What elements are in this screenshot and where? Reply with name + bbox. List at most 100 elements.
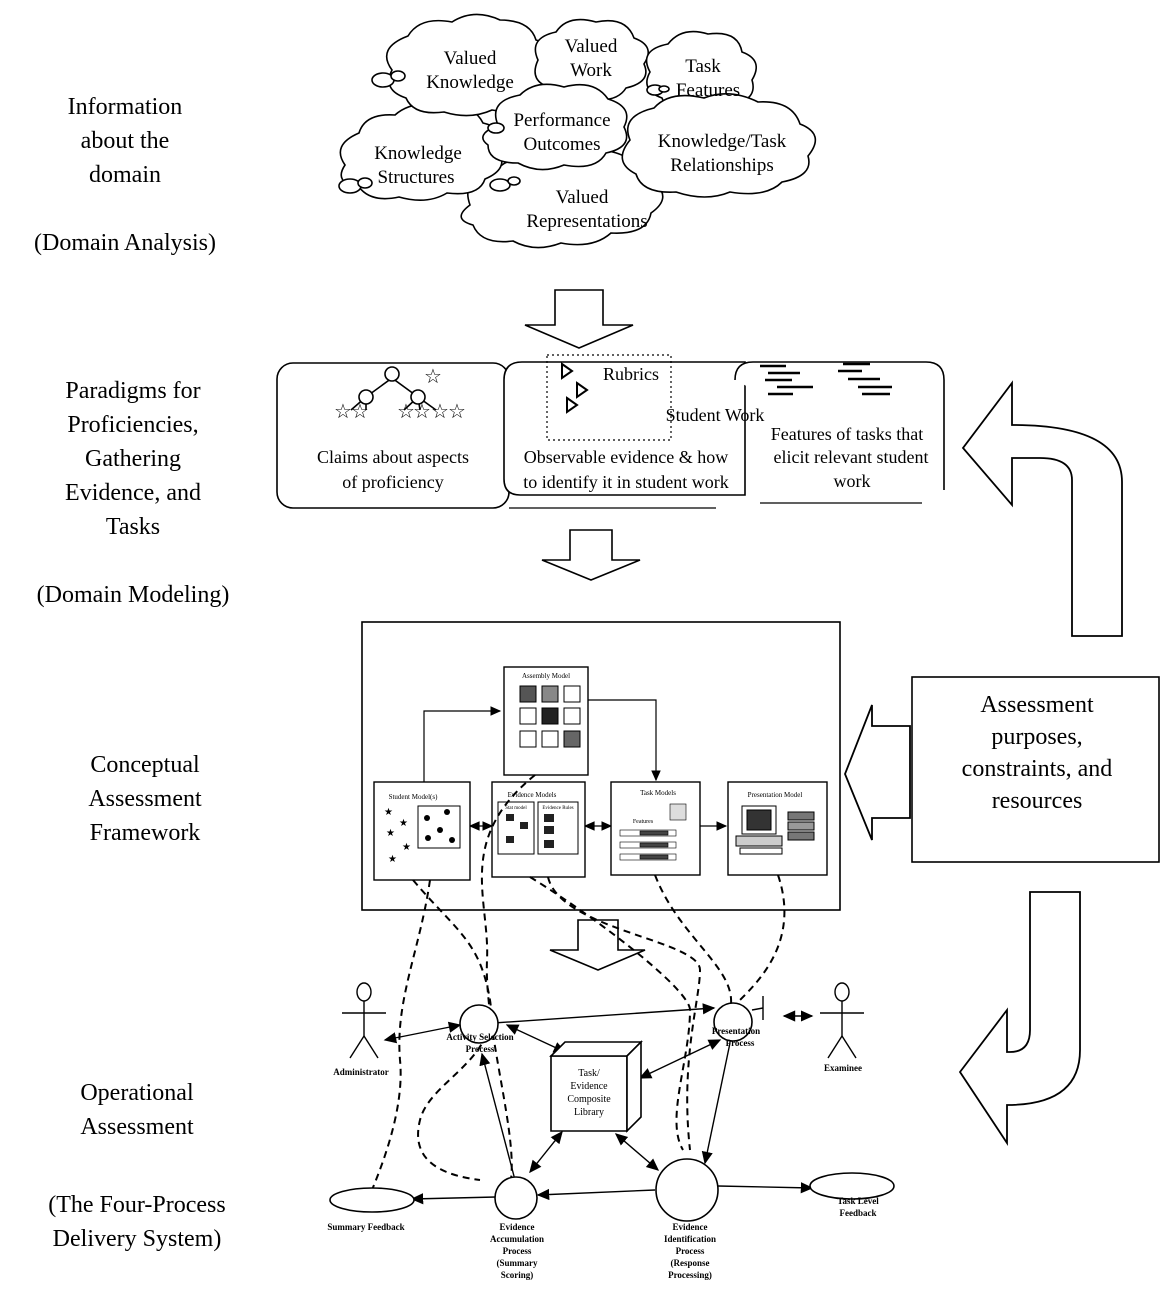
process-nodes (329, 1002, 895, 1222)
cloud-label: Valued (565, 36, 618, 57)
cloud-label: Knowledge/Task (658, 131, 787, 152)
domain-modeling-labels: Rubrics Student Work Claims about aspect… (317, 364, 928, 492)
cloud-label: Outcomes (523, 134, 600, 155)
features-label: elicit relevant student (774, 447, 929, 467)
computer-icon (735, 805, 815, 855)
rubrics-label: Rubrics (603, 364, 659, 384)
cloud-label: Knowledge (426, 72, 514, 93)
task-features-label: Features (633, 819, 654, 825)
claims-label: of proficiency (342, 472, 443, 492)
features-label: Features of tasks that (771, 424, 923, 444)
svg-text:★: ★ (384, 807, 393, 818)
presentation-label: Presentation (712, 1026, 760, 1036)
student-work-label: Student Work (666, 405, 765, 425)
svg-text:☆: ☆ (431, 401, 449, 423)
library-text: Library (574, 1107, 604, 1118)
down-curved-arrow (958, 891, 1081, 1146)
evidence-accumulation-node (494, 1176, 538, 1220)
student-model-stars: ★ ★ ★ ★ ★ (384, 807, 411, 865)
cloud-label: Valued (556, 187, 609, 208)
evidence-identification-label: Evidence (673, 1222, 708, 1232)
evidence-accumulation-label: Accumulation (490, 1234, 544, 1244)
svg-text:☆: ☆ (424, 366, 442, 388)
cloud-label: Work (570, 60, 612, 81)
layer-subtitle: (The Four-Process Delivery System) (48, 1192, 226, 1252)
domain-clouds (338, 13, 817, 249)
svg-text:★: ★ (386, 828, 395, 839)
examinee-figure (820, 982, 864, 1059)
activity-selection-node (459, 1004, 499, 1044)
layer-label-caf: Conceptual Assessment Framework (20, 714, 270, 884)
library-cube (549, 1040, 643, 1133)
cloud-labels: Valued Knowledge Valued Work Task Featur… (374, 36, 787, 232)
svg-text:☆: ☆ (448, 401, 466, 423)
library-label: Task/ Evidence Composite Library (567, 1068, 611, 1118)
svg-text:☆: ☆ (413, 401, 431, 423)
evidence-accumulation-label: Evidence (500, 1222, 535, 1232)
svg-text:★: ★ (399, 818, 408, 829)
down-arrow-2 (541, 529, 641, 581)
administrator-figure (342, 982, 386, 1059)
cloud-label: Performance (513, 110, 610, 131)
evidence-identification-label: Identification (664, 1234, 716, 1244)
layer-title: Operational Assessment (80, 1080, 194, 1140)
left-arrow-to-caf (844, 704, 911, 841)
evidence-accumulation-label: Process (503, 1246, 532, 1256)
administrator-label: Administrator (333, 1067, 389, 1077)
evidence-accumulation-label: (Summary (497, 1258, 538, 1268)
summary-feedback-label: Summary Feedback (327, 1222, 404, 1232)
operational-labels: Administrator Examinee Activity Selectio… (327, 1026, 879, 1280)
examinee-label: Examinee (824, 1063, 862, 1073)
observable-label: Observable evidence & how (524, 447, 728, 467)
layer-label-domain-analysis: Information about the domain (Domain Ana… (0, 56, 250, 294)
svg-text:☆: ☆ (334, 401, 352, 423)
svg-text:★: ★ (388, 854, 397, 865)
down-arrow-3 (549, 919, 646, 971)
svg-text:★: ★ (402, 842, 411, 853)
purposes-text: Assessment (980, 692, 1094, 718)
evidence-models-label: Evidence Models (508, 791, 557, 799)
assembly-puzzle-icons (519, 685, 581, 748)
cloud-label: Task (685, 56, 721, 77)
cloud-label: Relationships (670, 155, 773, 176)
evidence-panel (503, 361, 746, 496)
cloud-label: Valued (444, 48, 497, 69)
cloud-label: Representations (526, 211, 647, 232)
evidence-accumulation-label: Scoring) (501, 1270, 534, 1280)
layer-subtitle: (Domain Analysis) (34, 230, 216, 256)
evidence-identification-node (655, 1158, 719, 1222)
purposes-label: Assessment purposes, constraints, and re… (962, 692, 1113, 814)
student-model-label: Student Model(s) (389, 793, 438, 801)
assembly-model-label: Assembly Model (522, 672, 570, 680)
task-feature-lines-icon (760, 362, 892, 396)
presentation-label: Process (726, 1038, 755, 1048)
layer-subtitle: (Domain Modeling) (36, 582, 230, 608)
cloud-performance-outcomes (482, 83, 628, 171)
claims-label: Claims about aspects (317, 447, 469, 467)
presentation-node (713, 1002, 753, 1042)
up-curved-arrow (961, 380, 1123, 637)
task-feedback-label: Feedback (840, 1208, 877, 1218)
summary-feedback-node (329, 1187, 415, 1213)
claims-stars: ☆ ☆ ☆ ☆ ☆ ☆ ☆ (334, 366, 466, 423)
purposes-text: constraints, and (962, 756, 1113, 782)
purposes-text: resources (992, 788, 1083, 814)
layer-title: Information about the domain (67, 94, 183, 188)
task-feature-bars (619, 803, 687, 861)
layer-label-operational: Operational Assessment (The Four-Process… (0, 1042, 274, 1290)
feedback-arrows (844, 380, 1123, 1146)
activity-label: Process (466, 1044, 495, 1054)
evidence-identification-label: Processing) (668, 1270, 712, 1280)
evidence-identification-label: (Response (670, 1258, 709, 1268)
observable-label: to identify it in student work (523, 472, 728, 492)
stat-model-label: Stat model (505, 806, 527, 811)
operational-links (383, 996, 814, 1205)
task-feedback-label: Task Level (837, 1196, 879, 1206)
stat-model-box (497, 801, 535, 855)
task-models-label: Task Models (640, 789, 676, 797)
cloud-label: Features (676, 80, 740, 101)
claims-tree-icon (350, 366, 437, 411)
down-arrow-1 (524, 289, 634, 349)
evidence-rules-label: Evidence Rules (542, 806, 573, 811)
